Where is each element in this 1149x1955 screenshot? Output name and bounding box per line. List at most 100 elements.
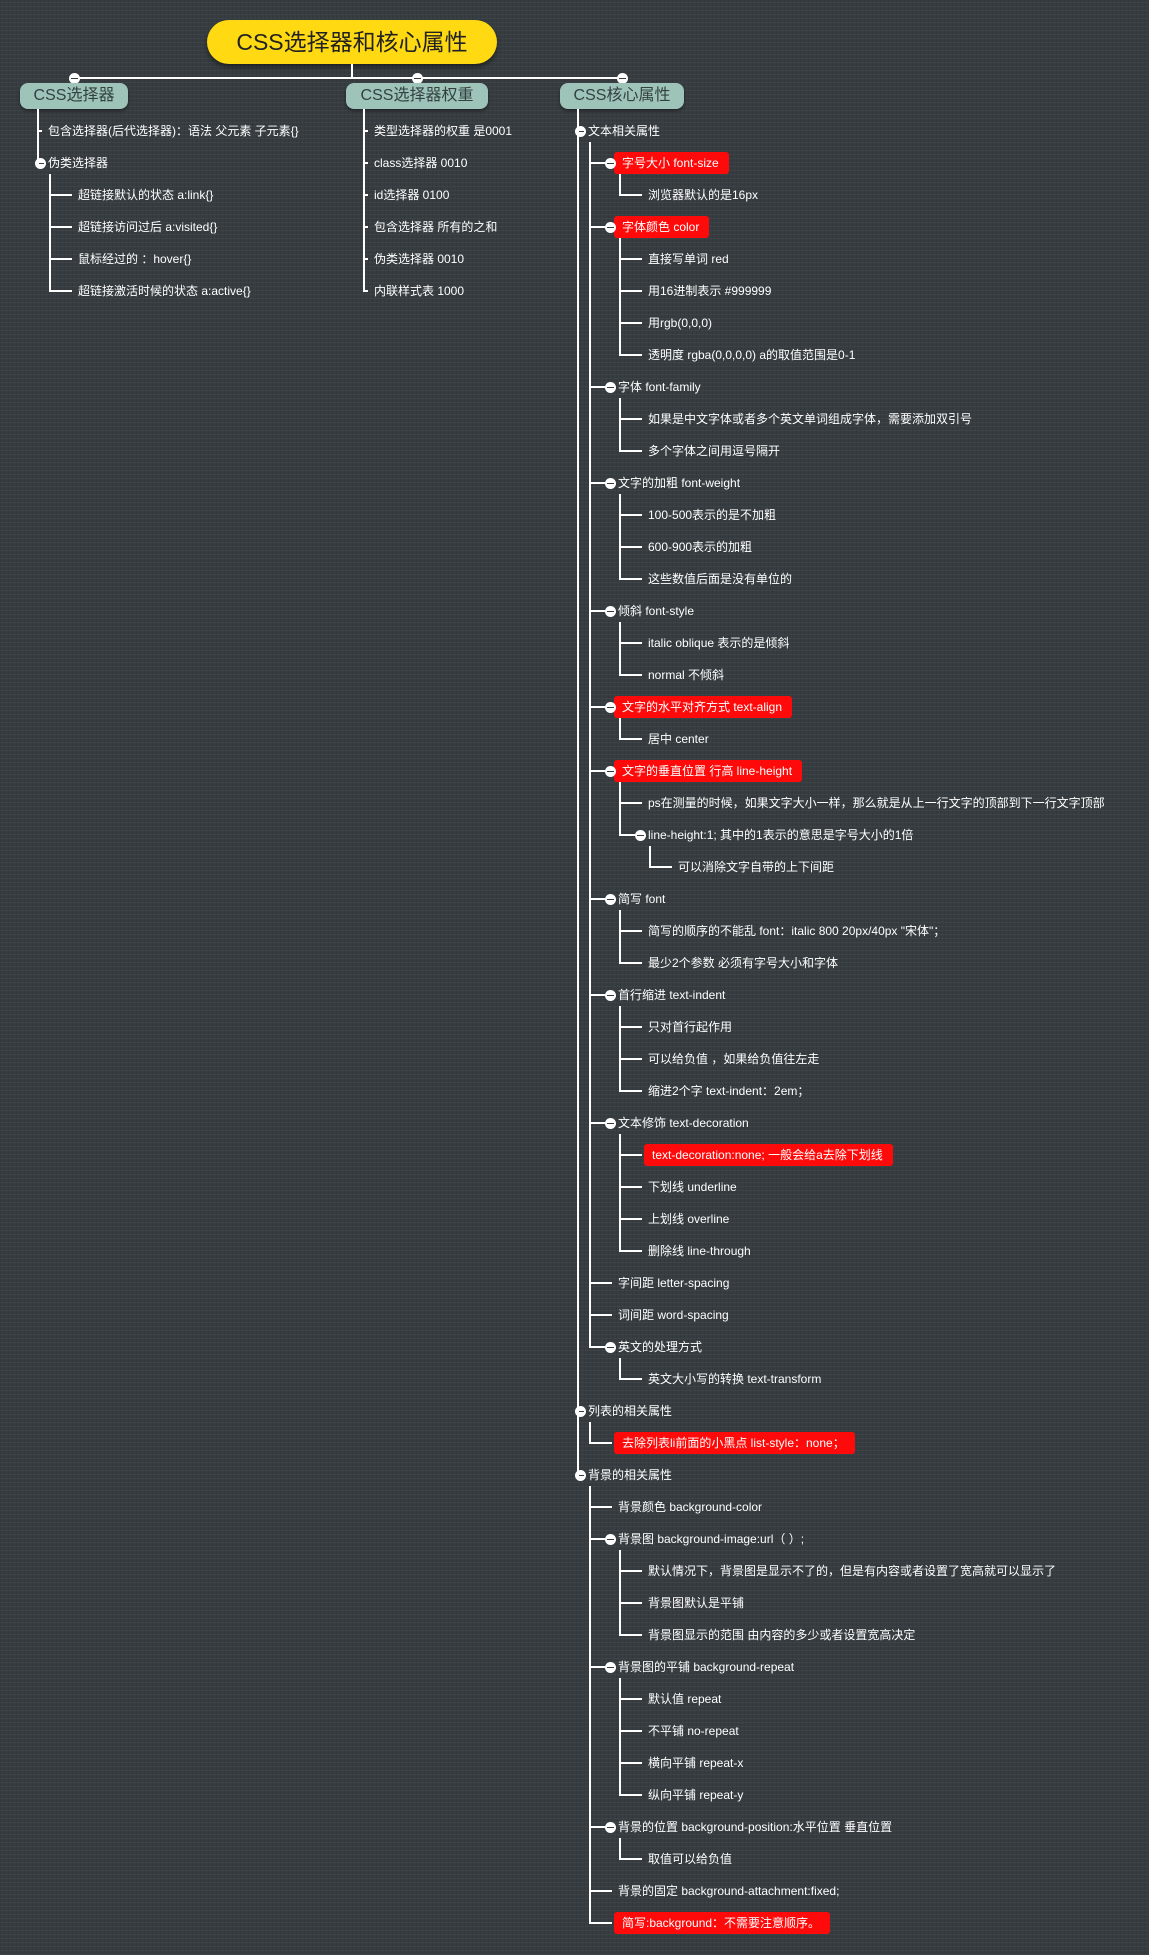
topic-node[interactable]: 多个字体之间用逗号隔开	[648, 444, 781, 458]
collapse-toggle[interactable]	[604, 381, 616, 393]
topic-node[interactable]: 倾斜 font-style	[618, 604, 695, 618]
topic-node[interactable]: 伪类选择器 0010	[374, 252, 465, 266]
topic-node[interactable]: 词间距 word-spacing	[618, 1308, 729, 1322]
topic-node[interactable]: 字体 font-family	[618, 380, 701, 394]
topic-node[interactable]: normal 不倾斜	[648, 668, 725, 682]
topic-node[interactable]: 背景的固定 background-attachment:fixed;	[618, 1884, 840, 1898]
highlighted-node[interactable]: 文字的水平对齐方式 text-align	[614, 696, 793, 718]
topic-node[interactable]: 伪类选择器	[48, 156, 109, 170]
topic-node[interactable]: 背景图的平铺 background-repeat	[618, 1660, 795, 1674]
topic-node[interactable]: 横向平铺 repeat-x	[648, 1756, 744, 1770]
topic-node[interactable]: 首行缩进 text-indent	[618, 988, 726, 1002]
topic-node[interactable]: line-height:1; 其中的1表示的意思是字号大小的1倍	[648, 828, 914, 842]
topic-node[interactable]: 背景的相关属性	[588, 1468, 673, 1482]
topic-node[interactable]: 可以消除文字自带的上下间距	[678, 860, 835, 874]
topic-node[interactable]: 100-500表示的是不加粗	[648, 508, 777, 522]
highlighted-node[interactable]: 去除列表li前面的小黑点 list-style：none；	[614, 1432, 855, 1454]
topic-node[interactable]: 内联样式表 1000	[374, 284, 465, 298]
topic-node[interactable]: 用rgb(0,0,0)	[648, 316, 713, 330]
topic-node[interactable]: 文本相关属性	[588, 124, 661, 138]
topic-node[interactable]: italic oblique 表示的是倾斜	[648, 636, 790, 650]
collapse-toggle[interactable]	[604, 1661, 616, 1673]
topic-node[interactable]: 透明度 rgba(0,0,0,0) a的取值范围是0-1	[648, 348, 856, 362]
branch-node[interactable]: CSS选择器	[20, 83, 128, 109]
topic-node[interactable]: 背景图 background-image:url（ ）;	[618, 1532, 805, 1546]
collapse-toggle[interactable]	[574, 1405, 586, 1417]
topic-node[interactable]: 这些数值后面是没有单位的	[648, 572, 793, 586]
collapse-toggle[interactable]	[604, 989, 616, 1001]
collapse-toggle[interactable]	[604, 1821, 616, 1833]
topic-node[interactable]: 不平铺 no-repeat	[648, 1724, 739, 1738]
topic-node[interactable]: 居中 center	[648, 732, 709, 746]
topic-node[interactable]: ps在测量的时候，如果文字大小一样，那么就是从上一行文字的顶部到下一行文字顶部	[648, 796, 1105, 810]
collapse-toggle[interactable]	[604, 701, 616, 713]
collapse-toggle[interactable]	[34, 157, 46, 169]
topic-node[interactable]: id选择器 0100	[374, 188, 450, 202]
topic-node[interactable]: 包含选择器(后代选择器)：语法 父元素 子元素{}	[48, 124, 299, 138]
collapse-toggle[interactable]	[574, 1469, 586, 1481]
topic-node[interactable]: 取值可以给负值	[648, 1852, 733, 1866]
topic-node[interactable]: 只对首行起作用	[648, 1020, 733, 1034]
collapse-toggle[interactable]	[604, 605, 616, 617]
collapse-toggle[interactable]	[604, 765, 616, 777]
topic-node[interactable]: 列表的相关属性	[588, 1404, 673, 1418]
topic-node[interactable]: 上划线 overline	[648, 1212, 730, 1226]
connector-line	[590, 1826, 612, 1828]
topic-node[interactable]: 简写的顺序的不能乱 font：italic 800 20px/40px "宋体"…	[648, 924, 946, 938]
collapse-toggle[interactable]	[574, 125, 586, 137]
topic-node[interactable]: 下划线 underline	[648, 1180, 737, 1194]
collapse-toggle[interactable]	[604, 221, 616, 233]
topic-node[interactable]: 如果是中文字体或者多个英文单词组成字体，需要添加双引号	[648, 412, 973, 426]
connector-line	[590, 482, 612, 484]
topic-node[interactable]: 直接写单词 red	[648, 252, 729, 266]
topic-node[interactable]: 包含选择器 所有的之和	[374, 220, 498, 234]
connector-line	[590, 898, 612, 900]
topic-node[interactable]: 背景图显示的范围 由内容的多少或者设置宽高决定	[648, 1628, 916, 1642]
topic-node[interactable]: 默认值 repeat	[648, 1692, 722, 1706]
highlighted-node[interactable]: 字号大小 font-size	[614, 152, 729, 174]
connector-line	[649, 846, 651, 868]
collapse-toggle[interactable]	[411, 72, 423, 84]
highlighted-node[interactable]: 字体颜色 color	[614, 216, 710, 238]
topic-node[interactable]: 600-900表示的加粗	[648, 540, 753, 554]
collapse-toggle[interactable]	[604, 157, 616, 169]
collapse-toggle[interactable]	[604, 893, 616, 905]
root-node[interactable]: CSS选择器和核心属性	[207, 20, 497, 64]
topic-node[interactable]: 可以给负值 ，如果给负值往左走	[648, 1052, 820, 1066]
highlighted-node[interactable]: 简写:background：不需要注意顺序。	[614, 1912, 831, 1934]
topic-node[interactable]: 类型选择器的权重 是0001	[374, 124, 513, 138]
topic-node[interactable]: 缩进2个字 text-indent：2em；	[648, 1084, 810, 1098]
highlighted-node[interactable]: 文字的垂直位置 行高 line-height	[614, 760, 803, 782]
connector-line	[590, 610, 612, 612]
collapse-toggle[interactable]	[604, 477, 616, 489]
topic-node[interactable]: 背景图默认是平铺	[648, 1596, 745, 1610]
topic-node[interactable]: 文本修饰 text-decoration	[618, 1116, 749, 1130]
topic-node[interactable]: 超链接激活时候的状态 a:active{}	[78, 284, 251, 298]
branch-node[interactable]: CSS选择器权重	[346, 83, 488, 109]
topic-node[interactable]: class选择器 0010	[374, 156, 468, 170]
topic-node[interactable]: 背景的位置 background-position:水平位置 垂直位置	[618, 1820, 893, 1834]
highlighted-node[interactable]: text-decoration:none; 一般会给a去除下划线	[644, 1144, 893, 1166]
collapse-toggle[interactable]	[604, 1533, 616, 1545]
topic-node[interactable]: 背景颜色 background-color	[618, 1500, 763, 1514]
collapse-toggle[interactable]	[634, 829, 646, 841]
topic-node[interactable]: 用16进制表示 #999999	[648, 284, 772, 298]
topic-node[interactable]: 超链接默认的状态 a:link{}	[78, 188, 214, 202]
branch-node[interactable]: CSS核心属性	[560, 83, 684, 109]
topic-node[interactable]: 文字的加粗 font-weight	[618, 476, 741, 490]
topic-node[interactable]: 纵向平铺 repeat-y	[648, 1788, 744, 1802]
topic-node[interactable]: 超链接访问过后 a:visited{}	[78, 220, 218, 234]
topic-node[interactable]: 英文大小写的转换 text-transform	[648, 1372, 822, 1386]
topic-node[interactable]: 简写 font	[618, 892, 666, 906]
topic-node[interactable]: 浏览器默认的是16px	[648, 188, 759, 202]
topic-node[interactable]: 最少2个参数 必须有字号大小和字体	[648, 956, 839, 970]
collapse-toggle[interactable]	[616, 72, 628, 84]
topic-node[interactable]: 删除线 line-through	[648, 1244, 751, 1258]
topic-node[interactable]: 字间距 letter-spacing	[618, 1276, 730, 1290]
topic-node[interactable]: 鼠标经过的 ：hover{}	[78, 252, 192, 266]
collapse-toggle[interactable]	[68, 72, 80, 84]
topic-node[interactable]: 英文的处理方式	[618, 1340, 703, 1354]
topic-node[interactable]: 默认情况下，背景图是显示不了的，但是有内容或者设置了宽高就可以显示了	[648, 1564, 1057, 1578]
collapse-toggle[interactable]	[604, 1117, 616, 1129]
collapse-toggle[interactable]	[604, 1341, 616, 1353]
